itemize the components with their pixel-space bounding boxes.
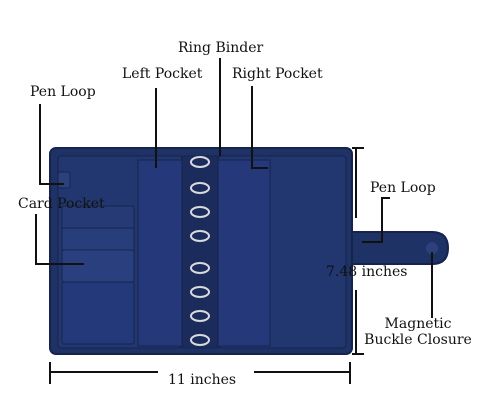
ring-binder-mechanism [190, 156, 210, 346]
label-magnetic-line1: Magnetic [384, 316, 452, 332]
callout-card-pocket [35, 214, 84, 265]
height-dimension-line [352, 147, 364, 355]
label-ring-binder: Ring Binder [178, 40, 264, 56]
binder-spine [181, 155, 219, 349]
callout-right-pocket [251, 86, 268, 169]
label-magnetic-buckle-closure: Magnetic Buckle Closure [360, 316, 476, 348]
label-pen-loop-left: Pen Loop [30, 84, 96, 100]
callout-pen-loop-left [39, 104, 64, 185]
width-dimension-line [49, 362, 351, 384]
label-pen-loop-right: Pen Loop [370, 180, 436, 196]
binder-ring [190, 310, 210, 322]
label-right-pocket: Right Pocket [232, 66, 323, 82]
binder-ring [190, 262, 210, 274]
binder-ring [190, 182, 210, 194]
left-pocket [137, 159, 183, 347]
label-width-dimension: 11 inches [168, 372, 237, 388]
callout-pen-loop-right [362, 197, 390, 243]
pen-loop-left [57, 171, 71, 189]
binder-ring [190, 230, 210, 242]
label-card-pocket: Card Pocket [18, 196, 105, 212]
label-left-pocket: Left Pocket [122, 66, 203, 82]
binder-ring [190, 156, 210, 168]
card-pocket-slot [61, 249, 135, 283]
right-pocket [217, 159, 271, 347]
binder-ring [190, 206, 210, 218]
binder-ring [190, 286, 210, 298]
card-pocket-large [61, 281, 135, 345]
callout-lines [35, 58, 433, 318]
label-height-dimension: 7.48 inches [326, 264, 408, 280]
magnetic-buckle-icon [426, 242, 438, 254]
binder-ring [190, 334, 210, 346]
label-magnetic-line2: Buckle Closure [364, 332, 472, 348]
magnetic-buckle-strap [351, 231, 450, 265]
